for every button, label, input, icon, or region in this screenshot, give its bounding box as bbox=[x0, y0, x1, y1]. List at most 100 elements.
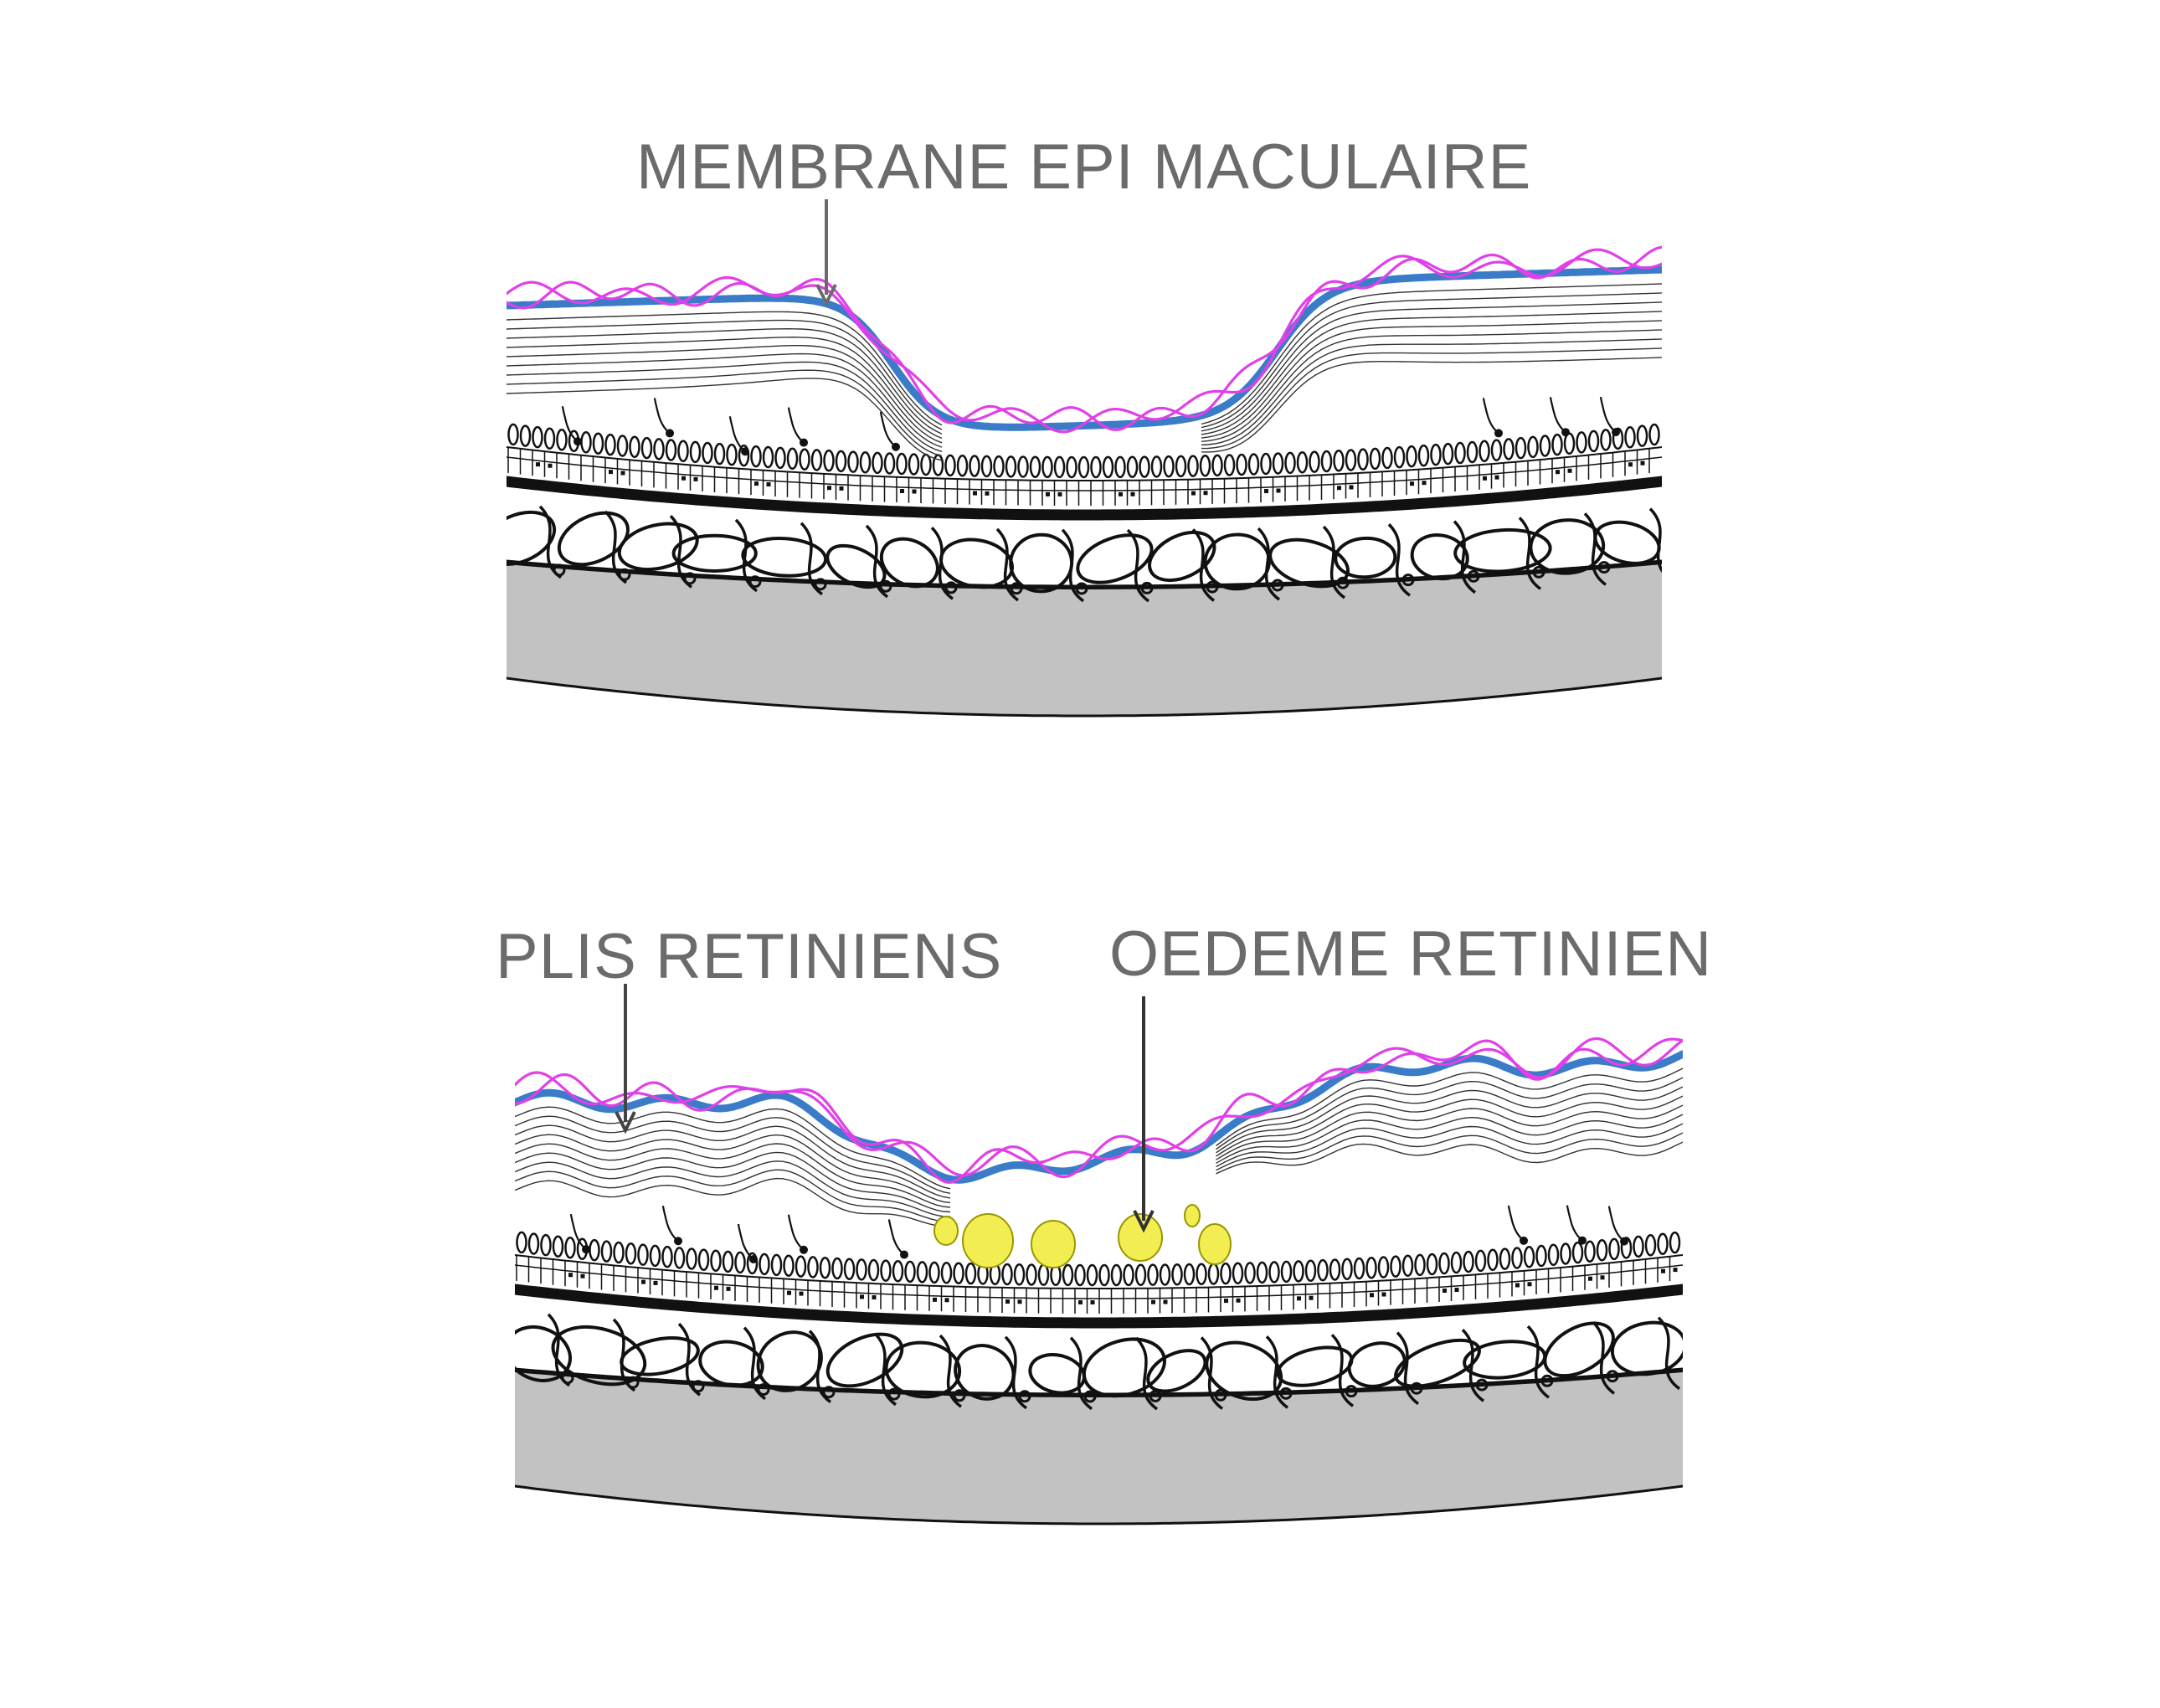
photoreceptor bbox=[738, 444, 750, 467]
photoreceptor bbox=[1345, 449, 1357, 471]
photoreceptor bbox=[1114, 455, 1126, 479]
oedeme-arrow bbox=[1133, 996, 1155, 1233]
nerve-fiber bbox=[507, 369, 943, 457]
ganglion-axon bbox=[1566, 1205, 1583, 1242]
photoreceptor bbox=[944, 454, 956, 477]
photoreceptor bbox=[1317, 1258, 1329, 1282]
photoreceptor-nucleus bbox=[1567, 468, 1572, 473]
photoreceptor bbox=[872, 451, 883, 475]
photoreceptor bbox=[1220, 1262, 1232, 1285]
photoreceptor-nucleus bbox=[912, 489, 917, 494]
ganglion-cells-top bbox=[561, 397, 1620, 456]
nerve-fiber bbox=[1201, 329, 1662, 442]
photoreceptor bbox=[1430, 443, 1442, 466]
photoreceptor bbox=[661, 1245, 673, 1268]
membrane-strand bbox=[507, 248, 1662, 434]
photoreceptor bbox=[1175, 455, 1187, 478]
photoreceptor-nucleus bbox=[1163, 1299, 1168, 1304]
photoreceptor bbox=[589, 1238, 600, 1262]
photoreceptor-nucleus bbox=[872, 1295, 877, 1300]
photoreceptor bbox=[1236, 453, 1247, 476]
photoreceptor-nucleus bbox=[860, 1294, 864, 1299]
nerve-fiber bbox=[1216, 1141, 1683, 1175]
choroid-stroma bbox=[1134, 1336, 1159, 1411]
photoreceptor bbox=[1633, 1235, 1644, 1258]
photoreceptor-nucleus bbox=[766, 482, 771, 487]
photoreceptor bbox=[689, 440, 702, 464]
photoreceptor bbox=[795, 1255, 807, 1278]
photoreceptor-nucleus bbox=[1119, 491, 1123, 496]
photoreceptor bbox=[1624, 426, 1636, 449]
photoreceptor bbox=[1560, 1242, 1571, 1265]
photoreceptor bbox=[637, 1243, 649, 1266]
choroid-stroma bbox=[800, 522, 824, 596]
photoreceptor bbox=[1232, 1262, 1244, 1284]
photoreceptor bbox=[1539, 435, 1551, 457]
photoreceptor bbox=[1511, 1247, 1523, 1269]
choroid-dot bbox=[561, 1371, 574, 1385]
photoreceptor-nucleus bbox=[548, 463, 553, 468]
nerve-fiber bbox=[1201, 357, 1662, 453]
epiretinal-membrane-bottom bbox=[515, 1037, 1683, 1184]
photoreceptor bbox=[1571, 1241, 1584, 1264]
photoreceptor bbox=[1547, 1243, 1560, 1267]
photoreceptor-nucleus bbox=[1017, 1299, 1022, 1304]
photoreceptor bbox=[665, 439, 677, 461]
photoreceptor bbox=[1001, 1263, 1013, 1286]
photoreceptor bbox=[1523, 1246, 1535, 1268]
photoreceptor bbox=[1017, 455, 1029, 478]
photoreceptor bbox=[1463, 1250, 1474, 1273]
nerve-fiber bbox=[1201, 311, 1662, 435]
photoreceptor-nucleus bbox=[653, 1280, 658, 1285]
ganglion-cells-bottom bbox=[569, 1205, 1628, 1264]
choroid-stroma bbox=[1265, 1335, 1289, 1409]
photoreceptor bbox=[1587, 430, 1600, 453]
choroid-vessel bbox=[1276, 1345, 1354, 1387]
ganglion-axon bbox=[787, 1214, 805, 1251]
photoreceptor bbox=[810, 449, 823, 471]
photoreceptor-nucleus bbox=[1628, 462, 1633, 467]
photoreceptor-nucleus bbox=[1276, 488, 1281, 493]
photoreceptor-nucleus bbox=[1370, 1293, 1374, 1298]
photoreceptor bbox=[1041, 455, 1053, 479]
choroid-vessel bbox=[1082, 1337, 1167, 1398]
photoreceptor bbox=[540, 1233, 552, 1257]
choroid-stroma bbox=[1257, 527, 1281, 601]
choroid-bottom bbox=[515, 1313, 1683, 1411]
photoreceptor-nucleus bbox=[1454, 1288, 1459, 1293]
choroid-stroma bbox=[1126, 528, 1150, 603]
choroid-stroma bbox=[1592, 1321, 1616, 1395]
photoreceptor bbox=[1013, 1263, 1026, 1286]
photoreceptor bbox=[722, 1250, 734, 1273]
photoreceptor bbox=[1074, 1263, 1086, 1287]
ganglion-axon bbox=[1507, 1205, 1525, 1242]
photoreceptor bbox=[843, 1258, 856, 1280]
photoreceptor bbox=[1293, 1260, 1304, 1283]
choroid-stroma bbox=[1396, 1331, 1420, 1406]
membrane-strand bbox=[515, 1037, 1683, 1179]
photoreceptor bbox=[613, 1241, 625, 1264]
photoreceptor bbox=[1053, 455, 1066, 479]
photoreceptor bbox=[1090, 455, 1102, 479]
photoreceptor-line bbox=[515, 1253, 1683, 1289]
photoreceptor bbox=[1527, 435, 1539, 459]
photoreceptor-nucleus bbox=[1600, 1275, 1605, 1280]
photoreceptor-nucleus bbox=[1588, 1276, 1592, 1281]
nerve-fiber-layer-top bbox=[507, 283, 1662, 461]
choroid-stroma bbox=[1526, 1325, 1551, 1399]
photoreceptor-nucleus bbox=[1483, 476, 1487, 481]
nerve-fiber bbox=[507, 327, 943, 435]
top-arrow bbox=[815, 199, 837, 307]
choroid-stroma bbox=[1191, 528, 1216, 602]
photoreceptor-nucleus bbox=[609, 470, 613, 475]
photoreceptor bbox=[625, 1242, 637, 1265]
choroid-vessel bbox=[1529, 518, 1606, 575]
photoreceptor-line bbox=[507, 445, 1662, 481]
nerve-fiber bbox=[507, 352, 943, 448]
photoreceptor bbox=[969, 455, 980, 477]
nerve-fiber bbox=[1201, 347, 1662, 450]
nerve-fiber bbox=[1216, 1068, 1683, 1147]
choroid-vessel bbox=[1453, 527, 1552, 574]
photoreceptor-nucleus bbox=[754, 481, 759, 486]
photoreceptor-nucleus bbox=[536, 462, 540, 467]
